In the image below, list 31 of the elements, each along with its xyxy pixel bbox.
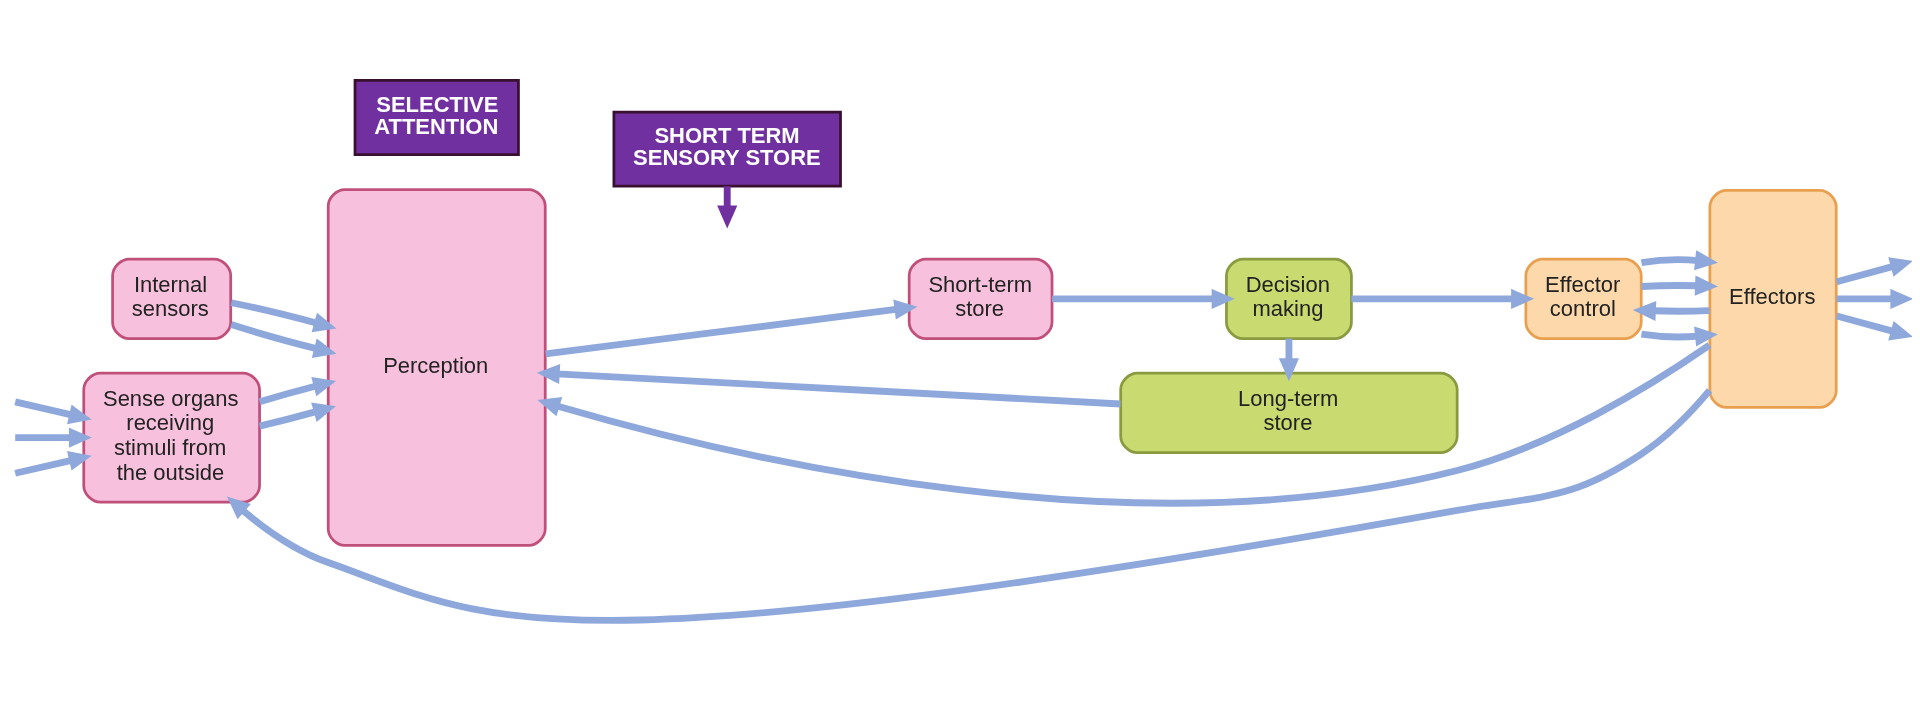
arrow [1278, 338, 1299, 382]
node-box: Effectors [1708, 189, 1838, 409]
arrow [14, 398, 92, 425]
node-box: SELECTIVE ATTENTION [353, 79, 520, 157]
arrow [536, 363, 1121, 408]
arrow [1052, 288, 1235, 309]
node-box: SHORT TERM SENSORY STORE [612, 110, 842, 188]
arrow [230, 299, 337, 333]
arrow [258, 376, 337, 406]
arrow [1641, 275, 1719, 296]
arrow [1632, 300, 1710, 321]
node-box: Internal sensors [111, 257, 233, 341]
arrow [230, 321, 337, 358]
arrow [1835, 257, 1912, 286]
node-box: Long-term store [1119, 371, 1459, 455]
arrow [545, 299, 918, 358]
arrow [1835, 312, 1912, 341]
node-box: Effector control [1524, 257, 1643, 341]
node-box: Short-term store [907, 257, 1054, 341]
node-box: Sense organs receiving stimuli from the outside [82, 371, 261, 504]
arrow [258, 402, 336, 430]
node-box: Decision making [1225, 257, 1353, 341]
arrow [1640, 250, 1718, 271]
arrow [1351, 288, 1535, 309]
arrow [537, 342, 1712, 507]
arrow [1640, 326, 1718, 347]
arrow [717, 186, 738, 229]
arrow [226, 388, 1713, 624]
arrow [1836, 288, 1912, 309]
arrow [14, 451, 92, 477]
node-box: Perception [326, 188, 547, 547]
